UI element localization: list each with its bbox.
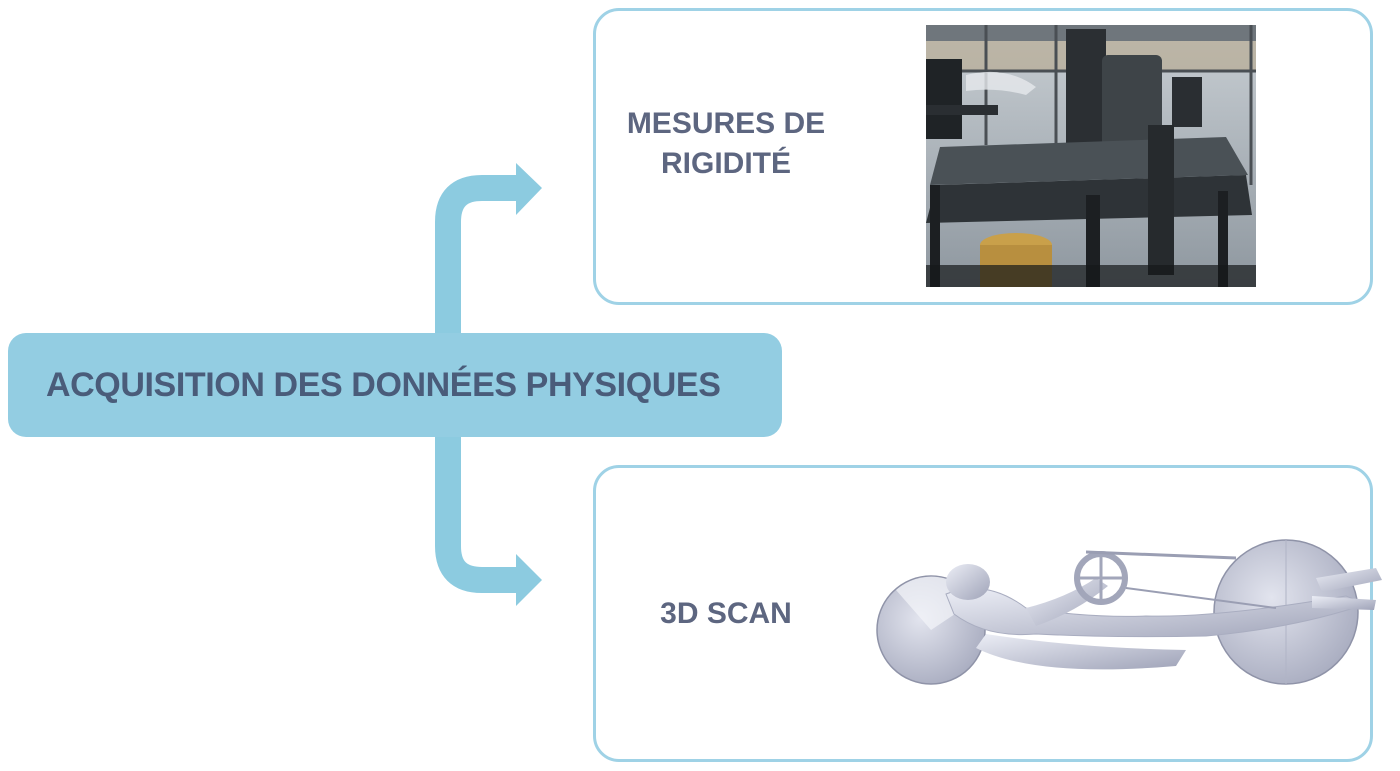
connector-upper bbox=[435, 175, 520, 333]
card-stiffness: MESURES DE RIGIDITÉ bbox=[593, 8, 1373, 305]
card-3d-scan: 3D SCAN bbox=[593, 465, 1382, 762]
arrow-head-lower bbox=[516, 554, 542, 606]
main-node: ACQUISITION DES DONNÉES PHYSIQUES bbox=[8, 333, 782, 437]
card-3d-scan-label: 3D SCAN bbox=[660, 597, 792, 630]
card-stiffness-label: MESURES DE RIGIDITÉ bbox=[626, 107, 826, 180]
3d-scan-handbike-render bbox=[876, 539, 1382, 685]
main-node-label: ACQUISITION DES DONNÉES PHYSIQUES bbox=[46, 365, 721, 404]
stiffness-test-bench-photo bbox=[926, 25, 1256, 287]
arrow-head-upper bbox=[516, 163, 542, 215]
connector-lower bbox=[435, 437, 520, 593]
